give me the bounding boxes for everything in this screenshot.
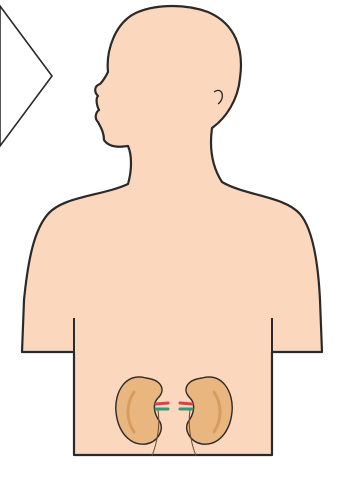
body-silhouette <box>22 6 322 455</box>
left-renal-artery <box>156 403 168 404</box>
chevron-pointer-shape <box>0 6 52 146</box>
right-renal-artery <box>180 403 192 404</box>
